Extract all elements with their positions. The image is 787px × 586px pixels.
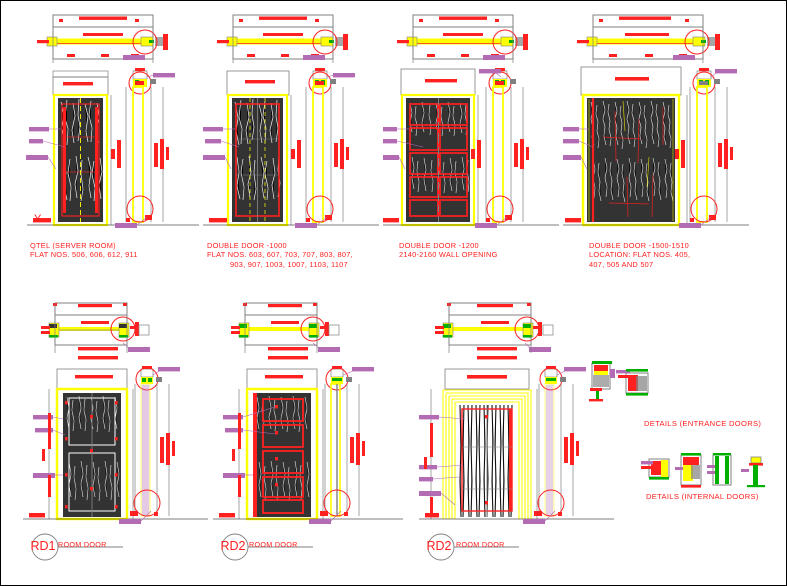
section-view <box>471 68 529 228</box>
section-view <box>309 366 374 524</box>
entrance-detail-item-1 <box>589 361 615 402</box>
section-view <box>291 68 355 228</box>
door-tag-label-rd2-b: ROOM DOOR <box>456 540 505 549</box>
plan-view <box>41 302 150 360</box>
elevation-view <box>419 368 614 520</box>
door-tag-label-rd2-a: ROOM DOOR <box>249 540 298 549</box>
internal-detail-item-4 <box>741 456 765 488</box>
plan-view <box>397 14 528 63</box>
door-unit-rd2-a <box>213 297 403 561</box>
elevation-view <box>203 70 379 227</box>
internal-detail-item-2 <box>675 453 702 488</box>
details-internal-caption: DETAILS (INTERNAL DOORS) <box>646 492 759 501</box>
section-view <box>111 68 175 228</box>
door-tag-rd1 <box>31 533 123 561</box>
plan-view <box>217 14 348 63</box>
internal-detail-item-1 <box>641 458 670 480</box>
section-view <box>523 366 586 524</box>
details-internal-group <box>641 451 786 496</box>
elevation-view <box>563 66 749 227</box>
door-tag-rd2-a <box>221 533 313 561</box>
door-label-qtel: QTEL (SERVER ROOM)FLAT NOS. 506, 606, 61… <box>30 241 138 260</box>
door-unit-rd1 <box>23 297 208 561</box>
elevation-view: Y <box>26 70 199 227</box>
door-tag-id-rd2-b: RD2 <box>426 539 452 553</box>
door-tag-label-rd1: ROOM DOOR <box>58 540 107 549</box>
details-entrance-caption: DETAILS (ENTRANCE DOORS) <box>644 419 762 428</box>
internal-detail-item-3 <box>707 453 732 486</box>
door-tag-rd2-b <box>427 533 519 561</box>
door-unit-double-1500 <box>563 7 753 232</box>
entrance-detail-item-2 <box>616 369 649 396</box>
svg-text:Y: Y <box>34 213 42 225</box>
door-tag-id-rd1: RD1 <box>30 539 56 553</box>
door-unit-double-1200 <box>383 7 563 232</box>
door-unit-double-1000 <box>203 7 383 232</box>
door-unit-qtel: Y <box>23 7 203 232</box>
plan-view <box>435 302 554 360</box>
elevation-view <box>213 368 403 521</box>
plan-view <box>577 14 720 63</box>
door-tag-id-rd2-a: RD2 <box>220 539 246 553</box>
plan-view <box>231 302 340 360</box>
section-view <box>119 366 180 524</box>
plan-view <box>37 14 168 63</box>
elevation-view <box>383 68 559 227</box>
door-unit-rd2-b <box>419 297 614 561</box>
details-entrance-group <box>586 359 786 419</box>
section-view <box>675 68 737 228</box>
elevation-view <box>23 368 208 521</box>
